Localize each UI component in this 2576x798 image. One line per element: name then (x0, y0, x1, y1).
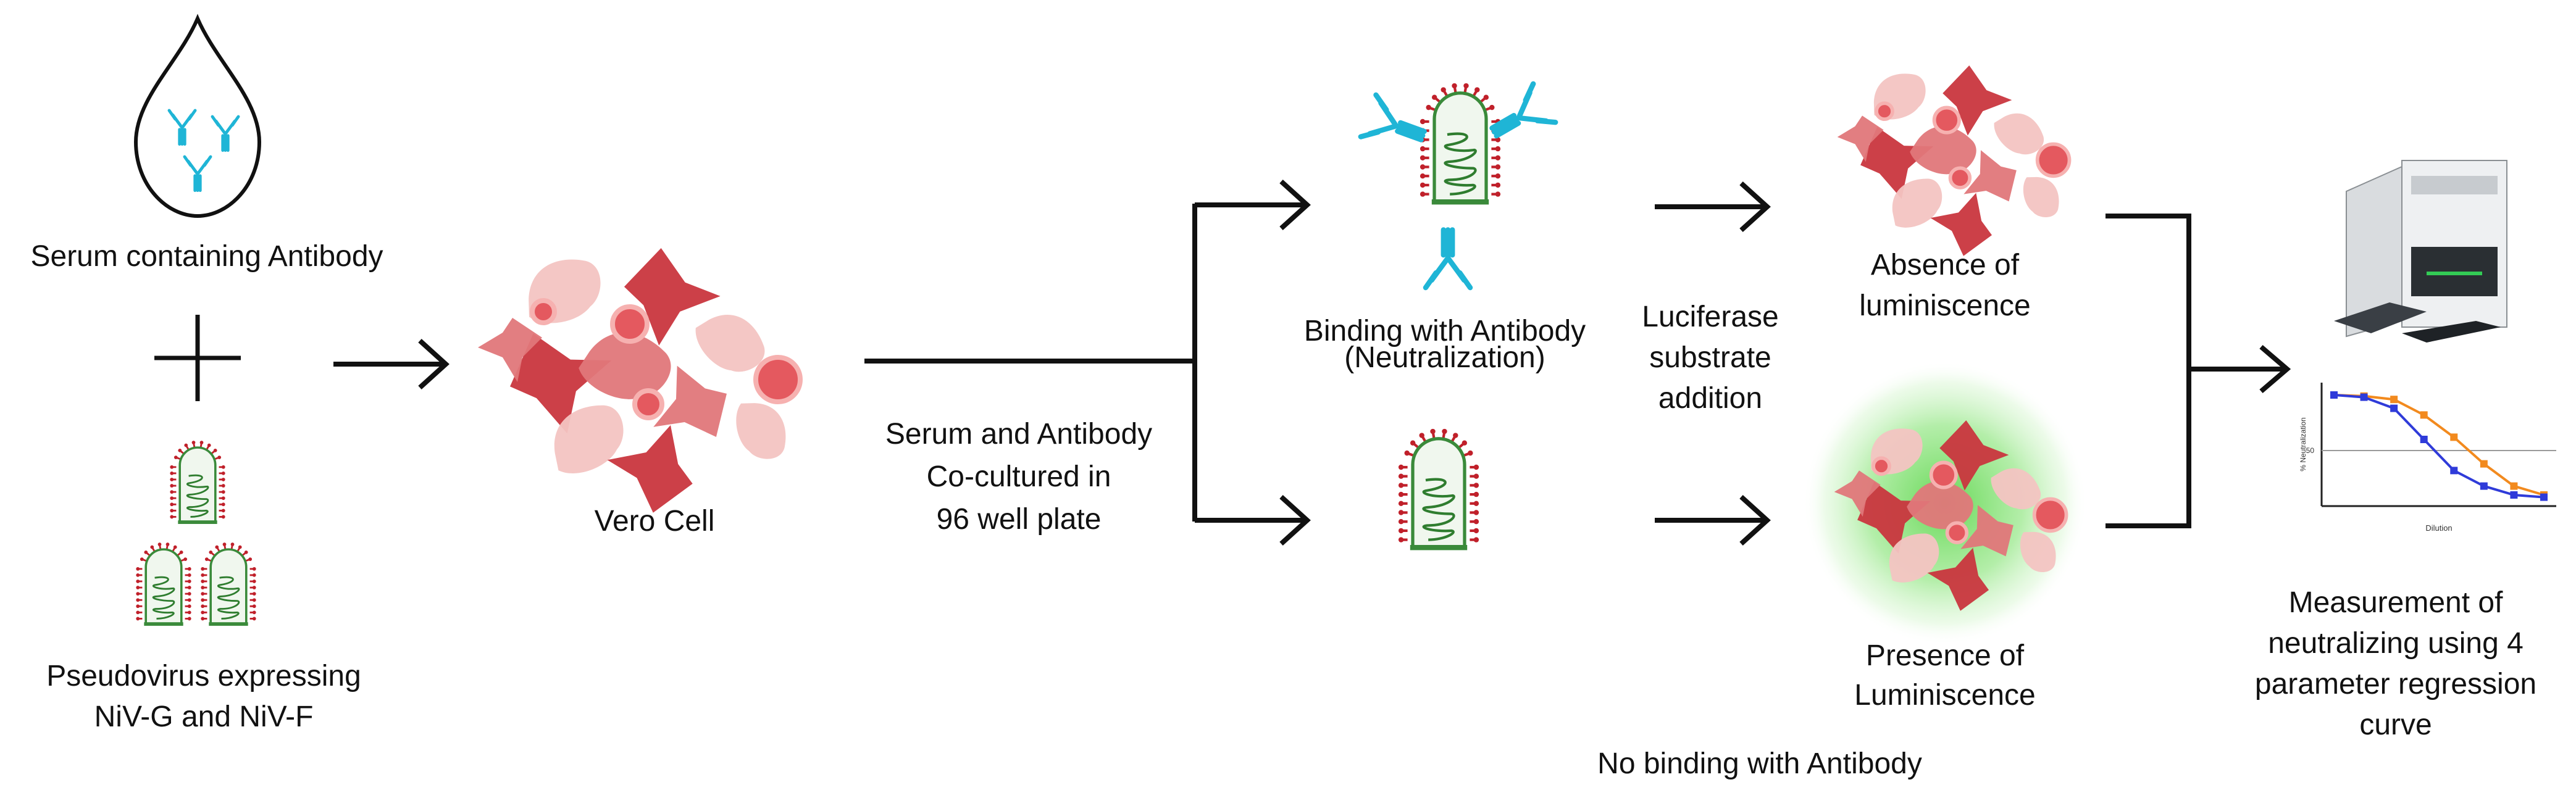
unbound-virus (1398, 428, 1479, 551)
arrow-luciferase-bottom (1655, 495, 1771, 546)
cell-nucleus (2032, 497, 2068, 533)
chart-point (2540, 493, 2548, 501)
measurement-label-line3: parameter regression (2254, 668, 2537, 700)
cell-nucleus (1945, 521, 1969, 544)
arrow-1 (333, 339, 450, 389)
cell-nucleus (1875, 101, 1894, 122)
cell-nucleus (1948, 166, 1972, 189)
absence-label-line2: luminiscence (1859, 289, 2031, 322)
cell (1863, 66, 1933, 127)
split-arrow (864, 180, 1311, 546)
pseudovirus-particle (136, 542, 191, 627)
chart-point (2390, 396, 2398, 404)
neutralized-virus (1361, 83, 1555, 288)
coculture-label-line3: 96 well plate (936, 503, 1102, 536)
regression-chart: 50 % Neutralization Dilution (2299, 383, 2556, 533)
pseudovirus-particle (170, 441, 225, 525)
chart-point (2420, 436, 2428, 443)
pseudovirus-label-line2: NiV-G and NiV-F (94, 700, 314, 733)
luciferase-label-line1: Luciferase (1642, 301, 1779, 333)
chart-series-line (2333, 394, 2545, 499)
cells-luminescence (1803, 361, 2087, 645)
serum-drop (133, 14, 262, 218)
chart-x-label: Dilution (2425, 523, 2452, 533)
pseudovirus-particle (201, 542, 256, 627)
cell-nucleus (632, 388, 664, 420)
absence-label-line1: Absence of (1870, 249, 2020, 281)
chart-point (2450, 433, 2458, 441)
chart-point (2510, 491, 2518, 499)
vero-cell-cluster (478, 243, 803, 522)
measurement-label-line4: curve (2359, 709, 2432, 741)
chart-point (2510, 482, 2518, 490)
plus-icon (154, 315, 241, 401)
coculture-label-line1: Serum and Antibody (885, 418, 1153, 451)
chart-point (2420, 411, 2428, 419)
chart-ref-tick: 50 (2306, 446, 2315, 455)
binding-label-line2: (Neutralization) (1344, 341, 1545, 374)
luciferase-label-line3: addition (1658, 382, 1763, 415)
presence-label-line1: Presence of (1865, 639, 2025, 672)
measurement-label-line2: neutralizing using 4 (2268, 627, 2524, 660)
coculture-label-line2: Co-cultured in (926, 460, 1111, 493)
serum-label: Serum containing Antibody (30, 240, 383, 273)
merge-bracket (2106, 214, 2291, 528)
pseudovirus-group (136, 441, 256, 627)
chart-point (2330, 391, 2338, 399)
cell-nucleus (1932, 106, 1961, 135)
presence-label-line2: Luminiscence (1854, 679, 2036, 712)
no-binding-label: No binding with Antibody (1597, 747, 1922, 780)
chart-point (2390, 404, 2398, 412)
chart-y-label: % Neutralization (2299, 417, 2307, 471)
chart-point (2450, 467, 2458, 475)
luciferase-label-line2: substrate (1649, 341, 1771, 374)
cell-nucleus (1871, 456, 1891, 476)
cells-no-luminescence (1837, 62, 2072, 263)
cell-nucleus (530, 298, 557, 325)
chart-series-line (2333, 394, 2545, 496)
chart-point (2480, 460, 2488, 468)
vero-cell-label: Vero Cell (594, 505, 715, 538)
chart-point (2480, 482, 2488, 490)
cell (514, 249, 611, 333)
arrow-luciferase-top (1655, 181, 1771, 232)
pseudovirus-label-line1: Pseudovirus expressing (46, 660, 361, 692)
measurement-label-line1: Measurement of (2288, 586, 2503, 619)
chart-point (2360, 393, 2368, 401)
plate-reader (2334, 160, 2507, 343)
cell-nucleus (1929, 460, 1958, 489)
binding-label-line1: Binding with Antibody (1303, 315, 1586, 347)
cell-nucleus (610, 304, 650, 344)
cell-nucleus (753, 355, 803, 404)
cell-nucleus (2035, 142, 2072, 178)
